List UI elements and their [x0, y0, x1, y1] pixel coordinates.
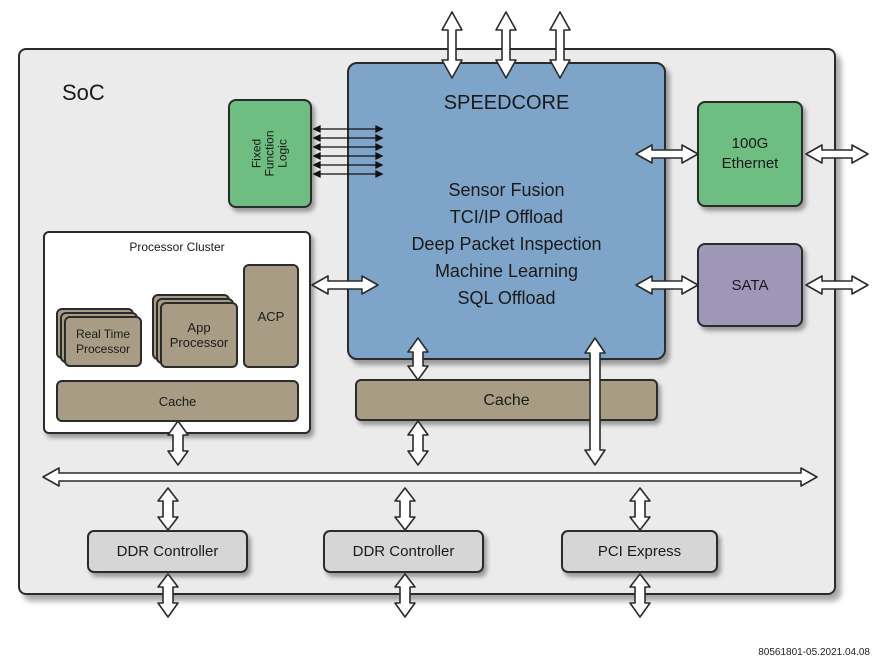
- ethernet-label: 100G Ethernet: [721, 135, 779, 172]
- soc-label: SoC: [62, 80, 105, 105]
- sata-label: SATA: [731, 276, 769, 294]
- speedcore-cache-arrow: [407, 337, 429, 381]
- ddr2-external-arrow: [394, 573, 416, 618]
- fixed-function-logic-block: [228, 99, 312, 208]
- cluster-bus-arrow: [167, 420, 189, 466]
- speedcore-ethernet-arrow: [635, 144, 699, 164]
- pcie-external-arrow: [629, 573, 651, 618]
- bus-pcie-arrow: [629, 487, 651, 531]
- speedcore-cache: Cache: [355, 379, 658, 421]
- ethernet-external-arrow: [805, 144, 869, 164]
- sata-external-arrow: [805, 275, 869, 295]
- pci-express-controller: PCI Express: [561, 530, 718, 573]
- speedcore-block: [347, 62, 666, 360]
- ddr-controller-2: DDR Controller: [323, 530, 484, 573]
- document-id-footnote: 80561801-05.2021.04.08: [758, 647, 870, 658]
- processor-cluster-title: Processor Cluster: [129, 240, 225, 254]
- cluster-speedcore-arrow: [311, 275, 379, 295]
- speedcore-bus-bypass-arrow: [584, 337, 606, 466]
- ddr-controller-1: DDR Controller: [87, 530, 248, 573]
- bus-ddr1-arrow: [157, 487, 179, 531]
- feature-sql-offload: SQL Offload: [457, 288, 556, 308]
- feature-machine-learning: Machine Learning: [434, 261, 579, 281]
- acp-block: ACP: [243, 264, 299, 368]
- speedcore-title: SPEEDCORE: [443, 92, 570, 114]
- top-arrow-1: [441, 11, 463, 79]
- ffl-speedcore-links: [312, 124, 384, 179]
- feature-tcp-ip-offload: TCI/IP Offload: [449, 207, 564, 227]
- app-processor: App Processor: [160, 302, 238, 368]
- feature-sensor-fusion: Sensor Fusion: [448, 180, 565, 200]
- ddr1-external-arrow: [157, 573, 179, 618]
- speedcore-sata-arrow: [635, 275, 699, 295]
- feature-deep-packet-inspection: Deep Packet Inspection: [411, 234, 602, 254]
- system-bus-arrow: [42, 467, 818, 487]
- speedcore-cache-bus-arrow: [407, 420, 429, 466]
- bus-ddr2-arrow: [394, 487, 416, 531]
- real-time-processor: Real Time Processor: [64, 316, 142, 367]
- top-arrow-3: [549, 11, 571, 79]
- top-arrow-2: [495, 11, 517, 79]
